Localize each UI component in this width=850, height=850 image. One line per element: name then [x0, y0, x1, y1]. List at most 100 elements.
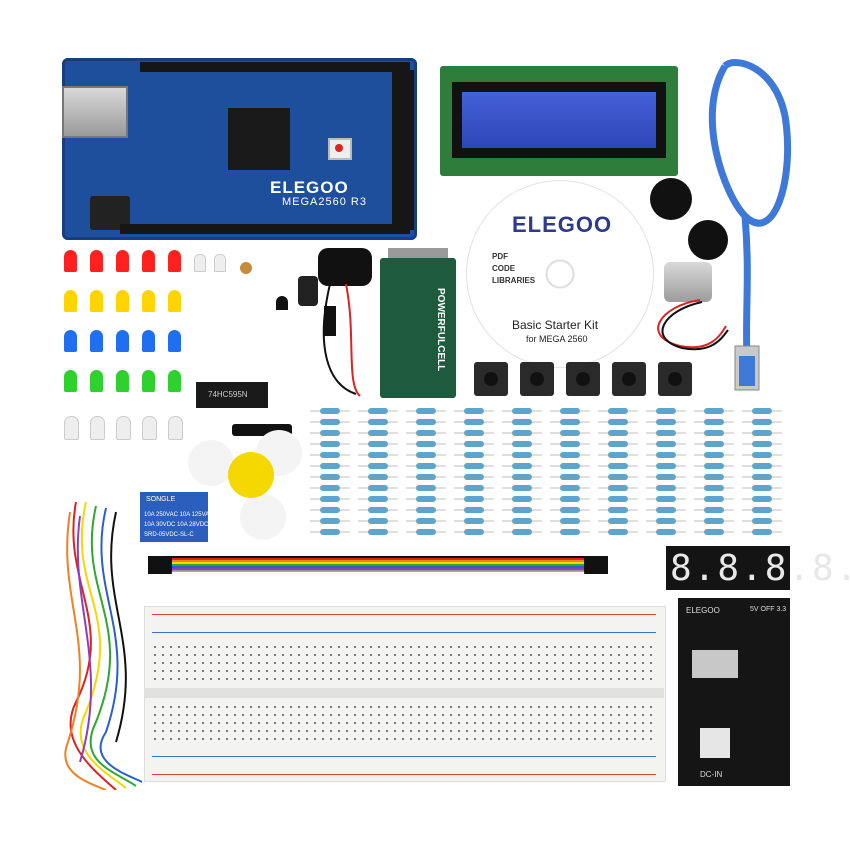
- resistor-icon: [416, 463, 436, 469]
- dc-motor-icon: [664, 262, 712, 302]
- resistor-icon: [368, 507, 388, 513]
- board-brand: ELEGOO: [270, 178, 349, 197]
- resistor-icon: [752, 518, 772, 524]
- resistor-icon: [320, 430, 340, 436]
- fan-blade: [240, 494, 286, 540]
- ir-led-icon: [214, 254, 226, 272]
- power-module-brand: ELEGOO: [686, 606, 720, 615]
- resistor-icon: [752, 507, 772, 513]
- resistor-icon: [512, 496, 532, 502]
- battery-clip-icon: [318, 248, 372, 286]
- resistor-icon: [464, 419, 484, 425]
- resistor-grid: [310, 408, 782, 535]
- resistor-icon: [608, 474, 628, 480]
- resistor-icon: [320, 529, 340, 535]
- led-red-icon: [168, 250, 181, 272]
- resistor-icon: [656, 529, 676, 535]
- resistor-icon: [368, 419, 388, 425]
- resistor-icon: [704, 408, 724, 414]
- shift-register-ic: [196, 382, 268, 408]
- resistor-icon: [752, 529, 772, 535]
- breadboard-rail-blue: [152, 632, 656, 633]
- resistor-icon: [752, 408, 772, 414]
- power-module-dc-jack: [700, 728, 730, 758]
- resistor-icon: [656, 518, 676, 524]
- led-red-icon: [116, 250, 129, 272]
- resistor-icon: [560, 430, 580, 436]
- passive-buzzer-icon: [650, 178, 692, 220]
- resistor-icon: [464, 518, 484, 524]
- led-clear-icon: [168, 416, 183, 440]
- led-clear-icon: [64, 416, 79, 440]
- breadboard-power-module: [678, 598, 790, 786]
- breadboard-holes: [154, 646, 652, 740]
- resistor-icon: [368, 518, 388, 524]
- resistor-icon: [464, 441, 484, 447]
- resistor-icon: [608, 452, 628, 458]
- resistor-icon: [704, 518, 724, 524]
- power-module-usb-port: [692, 650, 738, 678]
- led-clear-icon: [90, 416, 105, 440]
- resistor-icon: [752, 441, 772, 447]
- resistor-icon: [368, 452, 388, 458]
- led-yellow-icon: [90, 290, 103, 312]
- photoresistor-icon: [240, 262, 252, 274]
- push-button-icon: [566, 362, 600, 396]
- resistor-icon: [752, 419, 772, 425]
- resistor-icon: [608, 496, 628, 502]
- resistor-icon: [512, 485, 532, 491]
- resistor-icon: [608, 441, 628, 447]
- digital-header-top: [140, 62, 410, 72]
- resistor-icon: [464, 474, 484, 480]
- resistor-icon: [608, 408, 628, 414]
- resistor-icon: [416, 474, 436, 480]
- resistor-icon: [512, 507, 532, 513]
- resistor-icon: [320, 408, 340, 414]
- usb-cable-icon: [708, 59, 792, 391]
- relay-line1: 10A 250VAC 10A 125VAC: [144, 512, 214, 518]
- resistor-icon: [704, 485, 724, 491]
- resistor-icon: [464, 430, 484, 436]
- cd-line-pdf: PDF: [492, 252, 508, 261]
- resistor-icon: [368, 408, 388, 414]
- resistor-icon: [464, 507, 484, 513]
- analog-header-bottom: [120, 224, 410, 234]
- resistor-icon: [656, 507, 676, 513]
- ir-receiver-icon: [194, 254, 206, 272]
- resistor-icon: [368, 441, 388, 447]
- resistor-icon: [560, 441, 580, 447]
- resistor-icon: [752, 430, 772, 436]
- resistor-icon: [608, 485, 628, 491]
- resistor-icon: [560, 485, 580, 491]
- resistor-icon: [752, 485, 772, 491]
- 9v-battery: [380, 258, 456, 398]
- led-green-icon: [116, 370, 129, 392]
- resistor-icon: [560, 419, 580, 425]
- resistor-icon: [656, 463, 676, 469]
- resistor-icon: [368, 496, 388, 502]
- cd-line-libraries: LIBRARIES: [492, 276, 536, 285]
- resistor-icon: [464, 529, 484, 535]
- resistor-icon: [656, 496, 676, 502]
- resistor-icon: [704, 463, 724, 469]
- resistor-icon: [560, 474, 580, 480]
- resistor-icon: [368, 474, 388, 480]
- resistor-icon: [368, 485, 388, 491]
- resistor-icon: [416, 408, 436, 414]
- led-clear-icon: [116, 416, 131, 440]
- resistor-icon: [656, 408, 676, 414]
- board-model: MEGA2560 R3: [282, 196, 367, 208]
- resistor-icon: [512, 419, 532, 425]
- resistor-icon: [320, 452, 340, 458]
- breadboard-rail-blue: [152, 756, 656, 757]
- seven-segment-display: [666, 546, 790, 590]
- resistor-icon: [656, 441, 676, 447]
- resistor-icon: [464, 408, 484, 414]
- led-blue-icon: [90, 330, 103, 352]
- resistor-icon: [704, 496, 724, 502]
- push-button-icon: [612, 362, 646, 396]
- led-grid: [62, 250, 202, 480]
- software-cd: [466, 180, 654, 368]
- cd-subtitle: for MEGA 2560: [526, 334, 588, 344]
- resistor-icon: [704, 441, 724, 447]
